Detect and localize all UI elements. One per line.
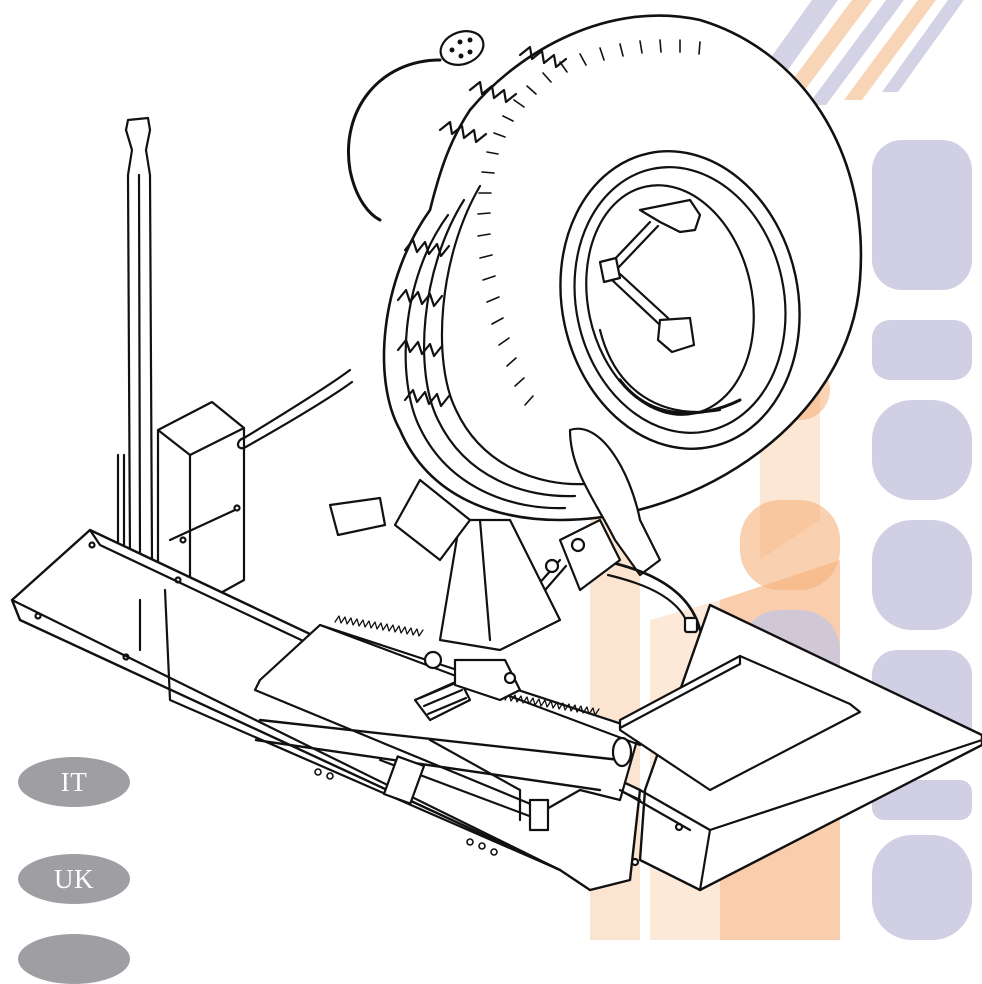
wheel-clamp-arms [598, 198, 702, 354]
platform [618, 603, 982, 892]
language-button-partial[interactable] [18, 934, 130, 984]
language-button-it[interactable]: IT [18, 757, 130, 807]
language-button-uk[interactable]: UK [18, 854, 130, 904]
tyre [382, 14, 863, 522]
lever-bar [116, 116, 154, 562]
language-label-uk: UK [54, 863, 94, 894]
language-label-it: IT [60, 766, 88, 797]
product-illustration [10, 0, 982, 940]
tyre-changer-drawing [10, 14, 982, 892]
bead-breaker [518, 427, 702, 634]
base-beam [10, 528, 642, 892]
